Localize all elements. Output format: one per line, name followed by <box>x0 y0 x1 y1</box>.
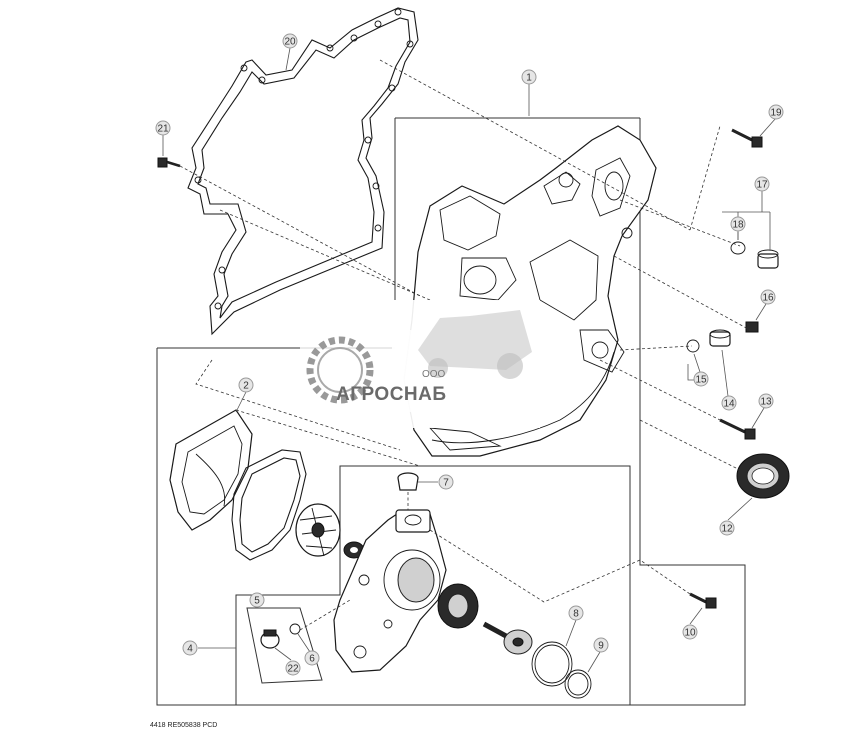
callout-20: 20 <box>282 33 298 49</box>
o-ring-6 <box>289 623 301 635</box>
callout-label: 20 <box>284 37 296 48</box>
dashed-centre-lines <box>179 59 751 631</box>
callout-14: 14 <box>721 395 737 411</box>
watermark-name: АГРОСНАБ <box>336 384 447 405</box>
leader-lines <box>162 47 777 673</box>
callout-18: 18 <box>730 216 746 232</box>
snap-ring-8 <box>531 641 573 687</box>
callout-label: 1 <box>526 73 532 84</box>
callout-19: 19 <box>768 104 784 120</box>
bolt-10 <box>689 592 717 609</box>
callout-label: 21 <box>157 124 169 135</box>
callout-22: 22 <box>285 660 301 676</box>
callout-label: 4 <box>187 644 193 655</box>
callout-1: 1 <box>521 69 537 85</box>
snap-ring-9 <box>564 669 592 699</box>
callout-7: 7 <box>438 474 454 490</box>
callout-5: 5 <box>249 592 265 608</box>
callout-17: 17 <box>754 176 770 192</box>
callout-13: 13 <box>758 393 774 409</box>
callout-8: 8 <box>568 605 584 621</box>
callout-label: 2 <box>243 381 249 392</box>
bearing <box>437 583 479 629</box>
gear-logo-icon <box>306 336 374 404</box>
shaft <box>482 621 533 655</box>
frame-water-pump <box>235 465 631 706</box>
o-ring-18 <box>730 241 746 255</box>
callout-label: 12 <box>721 524 733 535</box>
impeller <box>295 503 341 557</box>
bolt-21 <box>157 157 181 168</box>
plug-14 <box>709 329 731 347</box>
callout-label: 13 <box>760 397 772 408</box>
frame-kit-5 <box>246 607 323 684</box>
callout-label: 10 <box>684 628 696 639</box>
plug-17 <box>757 249 779 269</box>
watermark-ooo: ООО <box>422 369 446 380</box>
callout-12: 12 <box>719 520 735 536</box>
tractor-logo-icon <box>418 310 532 379</box>
callout-2: 2 <box>238 377 254 393</box>
drawing-code: 4418 RE505838 PCD <box>150 722 218 729</box>
callout-6: 6 <box>304 650 320 666</box>
callout-16: 16 <box>760 289 776 305</box>
callout-21: 21 <box>155 120 171 136</box>
plate-2 <box>169 409 253 531</box>
callout-label: 17 <box>756 180 768 191</box>
callout-label: 7 <box>443 478 449 489</box>
callout-label: 15 <box>695 375 707 386</box>
gasket-3 <box>231 449 307 561</box>
seal-12 <box>736 453 790 499</box>
callout-4: 4 <box>182 640 198 656</box>
callout-label: 6 <box>309 654 315 665</box>
gasket-20-inner <box>197 17 411 319</box>
pump-housing <box>333 509 447 673</box>
callout-label: 19 <box>770 108 782 119</box>
callout-label: 8 <box>573 609 579 620</box>
cap-7 <box>397 472 419 491</box>
gasket-20 <box>187 7 419 336</box>
callout-10: 10 <box>682 624 698 640</box>
callout-label: 16 <box>762 293 774 304</box>
callout-label: 18 <box>732 220 744 231</box>
callout-label: 9 <box>598 641 604 652</box>
watermark: ООО АГРОСНАБ <box>300 300 540 428</box>
bolt-19 <box>731 128 763 148</box>
callout-15: 15 <box>693 371 709 387</box>
callout-9: 9 <box>593 637 609 653</box>
bolt-13 <box>719 418 756 440</box>
callout-label: 14 <box>723 399 735 410</box>
frame-cover-assembly <box>394 117 746 706</box>
plug-22 <box>260 629 280 649</box>
callout-label: 22 <box>287 664 299 675</box>
nut-16 <box>745 321 759 333</box>
callout-label: 5 <box>254 596 260 607</box>
gasket-20-holes <box>194 8 414 310</box>
